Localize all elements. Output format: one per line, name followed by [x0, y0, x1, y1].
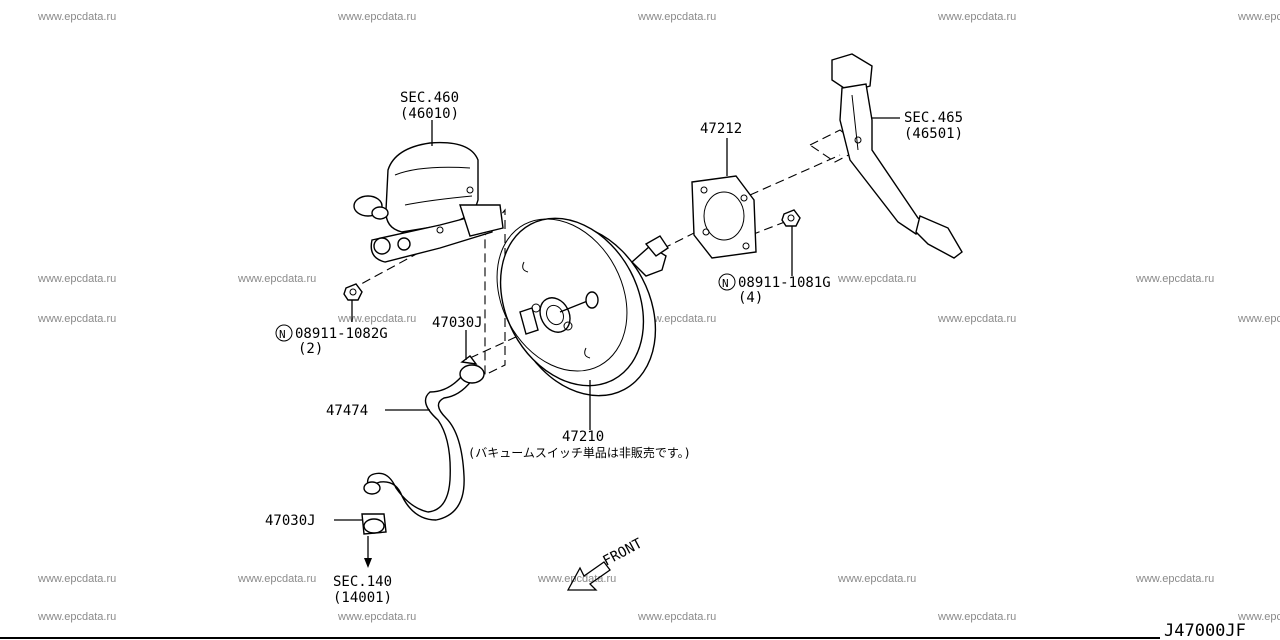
watermark-text: www.epcdata.ru [37, 611, 116, 623]
watermark-text: www.epcdata.ru [337, 11, 416, 23]
clamp-upper [459, 330, 485, 384]
watermark-text: www.epcdata.ru [537, 573, 616, 585]
label-47210-note: (バキュームスイッチ単品は非販売です。) [468, 445, 691, 460]
watermark-text: www.epcdata.ru [237, 573, 316, 585]
label-sec140: SEC.140 [333, 574, 392, 590]
clamp-lower [361, 513, 387, 568]
front-arrow-icon [566, 561, 611, 591]
watermark-text: www.epcdata.ru [237, 273, 316, 285]
label-front: FRONT [600, 535, 645, 569]
label-47474: 47474 [326, 403, 368, 419]
watermark-text: www.epcdata.ru [637, 313, 716, 325]
watermark-text: www.epcdata.ru [937, 611, 1016, 623]
watermark-text: www.epcdata.ru [1237, 313, 1280, 325]
label-47212: 47212 [700, 121, 742, 137]
watermark-text: www.epcdata.ru [337, 611, 416, 623]
watermark-text: www.epcdata.ru [637, 11, 716, 23]
watermark-text: www.epcdata.ru [1135, 273, 1214, 285]
n-symbol-icon [718, 273, 736, 291]
label-sec140-sub: (14001) [333, 590, 392, 606]
watermark-text: www.epcdata.ru [337, 313, 416, 325]
label-sec460: SEC.460 [400, 90, 459, 106]
nut-1082G [343, 283, 363, 322]
watermark-text: www.epcdata.ru [837, 573, 916, 585]
n-symbol: N [722, 277, 729, 290]
watermark-layer: www.epcdata.ru www.epcdata.ru www.epcdata.… [37, 11, 1280, 623]
label-47210: 47210 [562, 429, 604, 445]
leader-lines [334, 120, 433, 521]
label-47030J-lower: 47030J [265, 513, 316, 529]
diagram-code: J47000JF [1164, 621, 1246, 640]
n-symbol-icon [275, 324, 293, 342]
label-sec465: SEC.465 [904, 110, 963, 126]
watermark-text: www.epcdata.ru [937, 313, 1016, 325]
watermark-text: www.epcdata.ru [1135, 573, 1214, 585]
brake-booster [496, 217, 669, 430]
label-nut-1082G-qty: (2) [298, 341, 323, 357]
brake-pedal [831, 53, 963, 259]
watermark-text: www.epcdata.ru [37, 313, 116, 325]
label-sec465-sub: (46501) [904, 126, 963, 142]
vacuum-hose [363, 375, 474, 521]
gasket [691, 138, 757, 259]
label-nut-1082G: 08911-1082G [295, 326, 388, 342]
label-47030J-upper: 47030J [432, 315, 483, 331]
n-symbol: N [279, 328, 286, 341]
watermark-text: www.epcdata.ru [837, 273, 916, 285]
watermark-text: www.epcdata.ru [1237, 611, 1280, 623]
master-cylinder-reservoir [353, 141, 504, 263]
label-sec460-sub: (46010) [400, 106, 459, 122]
watermark-text: www.epcdata.ru [37, 573, 116, 585]
label-nut-1081G: 08911-1081G [738, 275, 831, 291]
label-nut-1081G-qty: (4) [738, 290, 763, 306]
watermark-text: www.epcdata.ru [1237, 11, 1280, 23]
watermark-text: www.epcdata.ru [637, 611, 716, 623]
watermark-text: www.epcdata.ru [37, 273, 116, 285]
nut-1081G [781, 209, 801, 276]
watermark-text: www.epcdata.ru [937, 11, 1016, 23]
watermark-text: www.epcdata.ru [37, 11, 116, 23]
